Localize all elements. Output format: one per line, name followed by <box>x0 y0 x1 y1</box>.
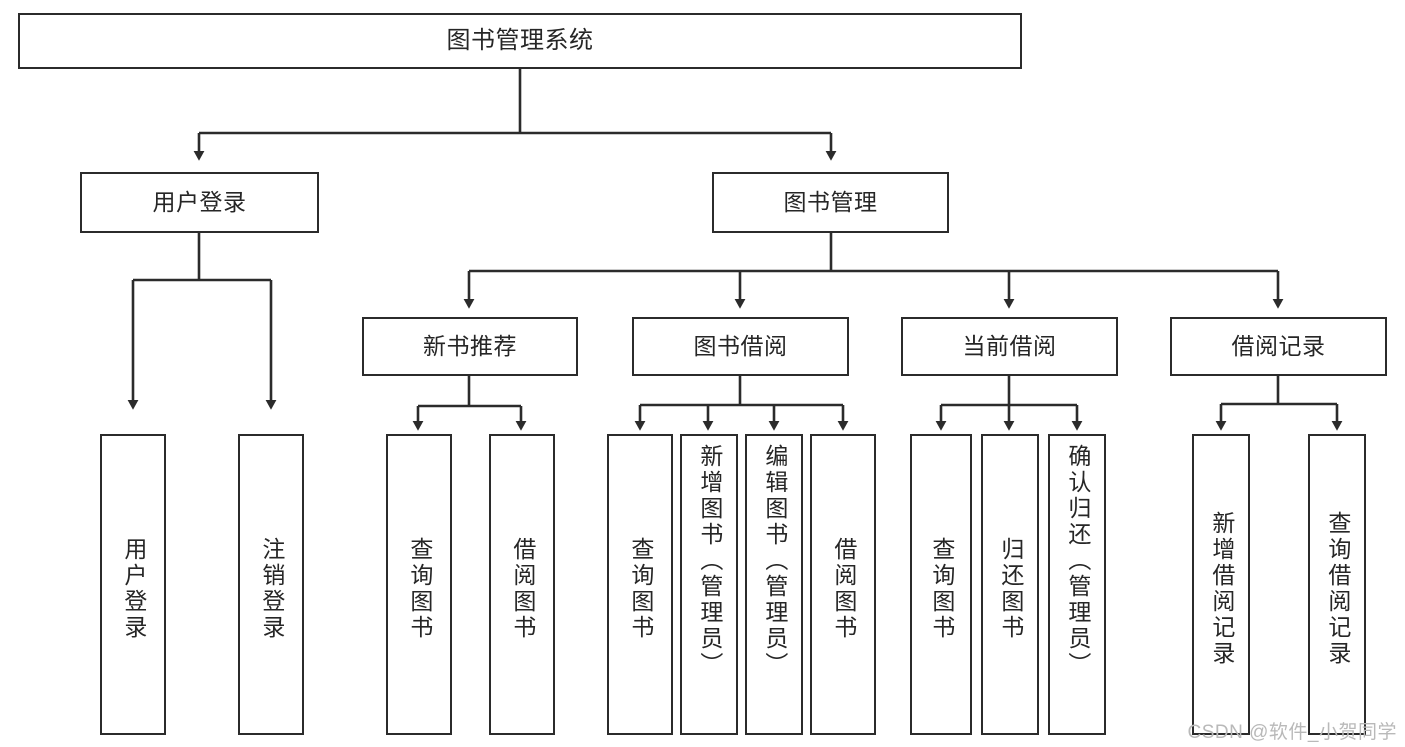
node-leaf-query-book-2-label: 查询图书 <box>627 536 654 641</box>
node-leaf-query-book-1-label: 查询图书 <box>406 536 433 641</box>
node-book-borrow-label: 图书借阅 <box>693 332 788 359</box>
node-leaf-confirm-return-label: 确认归还（管理员） <box>1064 444 1091 678</box>
node-leaf-borrow-book-1-label: 借阅图书 <box>509 536 536 641</box>
node-leaf-add-record-label: 新增借阅记录 <box>1208 510 1235 667</box>
node-leaf-borrow-book-1[interactable]: 借阅图书 <box>489 434 555 735</box>
node-borrow-record[interactable]: 借阅记录 <box>1170 317 1387 376</box>
node-user-login[interactable]: 用户登录 <box>80 172 319 233</box>
node-leaf-edit-book-label: 编辑图书（管理员） <box>761 444 788 678</box>
node-current-borrow-label: 当前借阅 <box>962 332 1057 359</box>
node-leaf-query-record[interactable]: 查询借阅记录 <box>1308 434 1366 735</box>
node-leaf-user-login-label: 用户登录 <box>120 536 147 641</box>
node-leaf-borrow-book-2-label: 借阅图书 <box>830 536 857 641</box>
node-leaf-return-book[interactable]: 归还图书 <box>981 434 1039 735</box>
node-new-book-recommend-label: 新书推荐 <box>423 332 517 359</box>
node-current-borrow[interactable]: 当前借阅 <box>901 317 1118 376</box>
node-leaf-user-logout-label: 注销登录 <box>258 536 285 641</box>
node-book-manage-label: 图书管理 <box>783 188 878 215</box>
node-new-book-recommend[interactable]: 新书推荐 <box>362 317 578 376</box>
node-leaf-query-book-1[interactable]: 查询图书 <box>386 434 452 735</box>
node-leaf-user-logout[interactable]: 注销登录 <box>238 434 304 735</box>
node-leaf-add-record[interactable]: 新增借阅记录 <box>1192 434 1250 735</box>
node-leaf-return-book-label: 归还图书 <box>997 536 1024 641</box>
node-leaf-borrow-book-2[interactable]: 借阅图书 <box>810 434 876 735</box>
node-user-login-label: 用户登录 <box>152 188 247 215</box>
node-root-label: 图书管理系统 <box>446 26 594 54</box>
node-book-borrow[interactable]: 图书借阅 <box>632 317 849 376</box>
node-leaf-query-record-label: 查询借阅记录 <box>1324 510 1351 667</box>
node-leaf-add-book-label: 新增图书（管理员） <box>696 444 723 678</box>
node-leaf-query-book-3-label: 查询图书 <box>928 536 955 641</box>
node-root[interactable]: 图书管理系统 <box>18 13 1022 69</box>
node-leaf-user-login[interactable]: 用户登录 <box>100 434 166 735</box>
node-leaf-query-book-3[interactable]: 查询图书 <box>910 434 972 735</box>
node-borrow-record-label: 借阅记录 <box>1231 332 1326 359</box>
node-leaf-add-book[interactable]: 新增图书（管理员） <box>680 434 738 735</box>
node-leaf-confirm-return[interactable]: 确认归还（管理员） <box>1048 434 1106 735</box>
node-leaf-query-book-2[interactable]: 查询图书 <box>607 434 673 735</box>
node-leaf-edit-book[interactable]: 编辑图书（管理员） <box>745 434 803 735</box>
node-book-manage[interactable]: 图书管理 <box>712 172 949 233</box>
